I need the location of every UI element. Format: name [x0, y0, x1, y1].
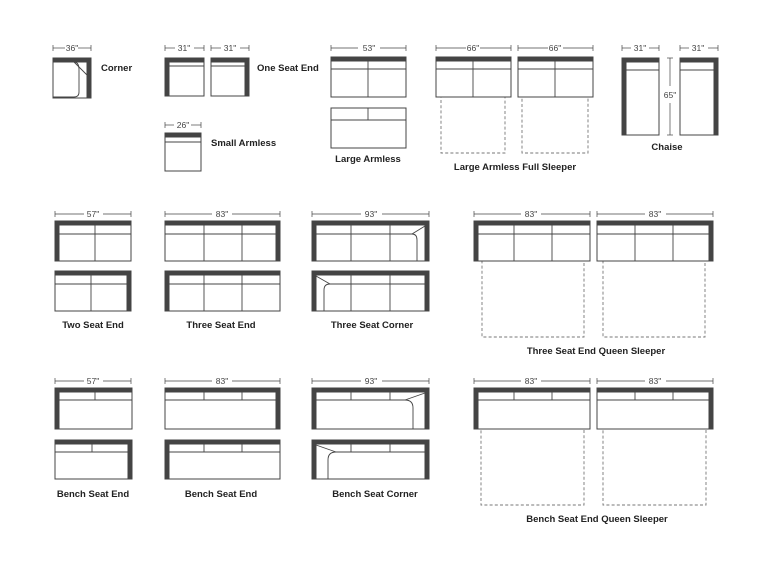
one-seat-end-right-width: 31": [224, 43, 236, 53]
large-armless-piece: 53" Large Armless: [330, 43, 407, 165]
large-armless-label: Large Armless: [335, 154, 401, 165]
chaise-label: Chaise: [651, 142, 682, 153]
three-seat-corner-width: 93": [365, 209, 377, 219]
bench-seat-corner-pair: 93" Bench Seat Corner: [311, 376, 430, 500]
bench-sleeper-left-width: 83": [525, 376, 537, 386]
bench-seat-end-queen-sleeper: 83" 83" Bench Seat End Queen Sleeper: [473, 376, 714, 525]
one-seat-end-pair: 31" 31" One Seat End: [164, 43, 319, 97]
one-seat-end-label: One Seat End: [257, 63, 319, 74]
full-sleeper-right-width: 66": [549, 43, 561, 53]
full-sleeper-label: Large Armless Full Sleeper: [454, 162, 576, 173]
chaise-length: 65": [664, 90, 676, 100]
corner-piece: 36" Corner: [52, 43, 132, 99]
bench-three-seat-end-label: Bench Seat End: [185, 489, 258, 500]
chaise-pair: 31" 31" 65" Chaise: [621, 43, 719, 153]
large-armless-full-sleeper: 66" 66" Large Armless Full Sleeper: [435, 43, 594, 173]
bench-three-seat-width: 83": [216, 376, 228, 386]
bench-queen-sleeper-label: Bench Seat End Queen Sleeper: [526, 514, 668, 525]
three-seat-corner-label: Three Seat Corner: [331, 320, 414, 331]
corner-label: Corner: [101, 63, 132, 74]
bench-corner-width: 93": [365, 376, 377, 386]
corner-width: 36": [66, 43, 78, 53]
bench-sleeper-right-width: 83": [649, 376, 661, 386]
three-seat-corner-pair: 93" Three Seat Corner: [311, 209, 430, 331]
three-seat-end-width: 83": [216, 209, 228, 219]
large-armless-width: 53": [363, 43, 375, 53]
bench-two-seat-end-pair: 57" Bench Seat End: [54, 376, 133, 500]
two-seat-end-width: 57": [87, 209, 99, 219]
three-seat-end-label: Three Seat End: [186, 320, 255, 331]
chaise-right-width: 31": [692, 43, 704, 53]
bench-two-seat-width: 57": [87, 376, 99, 386]
three-seat-end-pair: 83" Three Seat End: [164, 209, 281, 331]
three-seat-end-queen-sleeper: 83" 83" Three Seat End Queen Sleeper: [473, 209, 714, 357]
small-armless-label: Small Armless: [211, 138, 276, 149]
two-seat-end-pair: 57" Two Seat End: [54, 209, 132, 331]
two-seat-end-label: Two Seat End: [62, 320, 124, 331]
one-seat-end-left-width: 31": [178, 43, 190, 53]
chaise-left-width: 31": [634, 43, 646, 53]
full-sleeper-left-width: 66": [467, 43, 479, 53]
bench-three-seat-end-pair: 83" Bench Seat End: [164, 376, 281, 500]
bench-two-seat-end-label: Bench Seat End: [57, 489, 130, 500]
three-seat-queen-sleeper-label: Three Seat End Queen Sleeper: [527, 346, 666, 357]
three-seat-sleeper-left-width: 83": [525, 209, 537, 219]
small-armless-piece: 26" Small Armless: [164, 120, 276, 172]
three-seat-sleeper-right-width: 83": [649, 209, 661, 219]
small-armless-width: 26": [177, 120, 189, 130]
bench-seat-corner-label: Bench Seat Corner: [332, 489, 418, 500]
